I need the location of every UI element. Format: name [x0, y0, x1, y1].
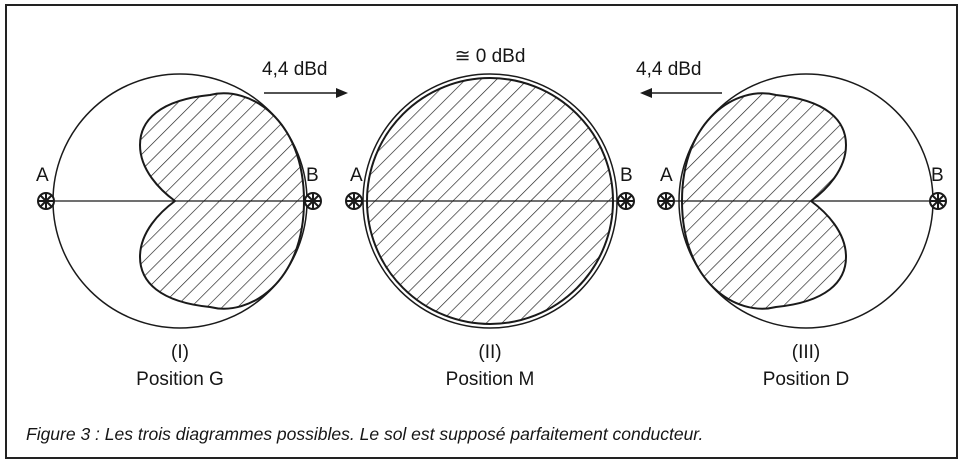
point-b-marker-g	[304, 192, 322, 210]
number-label-m: (II)	[478, 342, 501, 363]
arrow-right-icon	[264, 88, 348, 98]
point-b-label-m: B	[620, 165, 633, 186]
diagram-position-m: A B ≅ 0 dBd (II) Position M	[345, 46, 635, 390]
point-a-label-g: A	[36, 165, 49, 186]
position-label-g: Position G	[136, 369, 224, 390]
number-label-d: (III)	[792, 342, 821, 363]
gain-label-g: 4,4 dBd	[262, 59, 328, 80]
point-b-label-g: B	[306, 165, 319, 186]
gain-label-m: ≅ 0 dBd	[455, 46, 526, 67]
point-a-label-m: A	[350, 165, 363, 186]
position-label-d: Position D	[763, 369, 850, 390]
point-b-marker-m	[617, 192, 635, 210]
number-label-g: (I)	[171, 342, 189, 363]
point-b-marker-d	[929, 192, 947, 210]
gain-label-d: 4,4 dBd	[636, 59, 702, 80]
point-a-marker-g	[37, 192, 55, 210]
arrow-left-icon	[640, 88, 722, 98]
diagram-position-d: A B 4,4 dBd (III) Position D	[636, 59, 947, 390]
figure-caption: Figure 3 : Les trois diagrammes possible…	[26, 424, 704, 444]
position-label-m: Position M	[446, 369, 535, 390]
point-b-label-d: B	[931, 165, 944, 186]
point-a-label-d: A	[660, 165, 673, 186]
point-a-marker-m	[345, 192, 363, 210]
diagram-position-g: A B 4,4 dBd (I) Position G	[36, 59, 348, 390]
point-a-marker-d	[657, 192, 675, 210]
